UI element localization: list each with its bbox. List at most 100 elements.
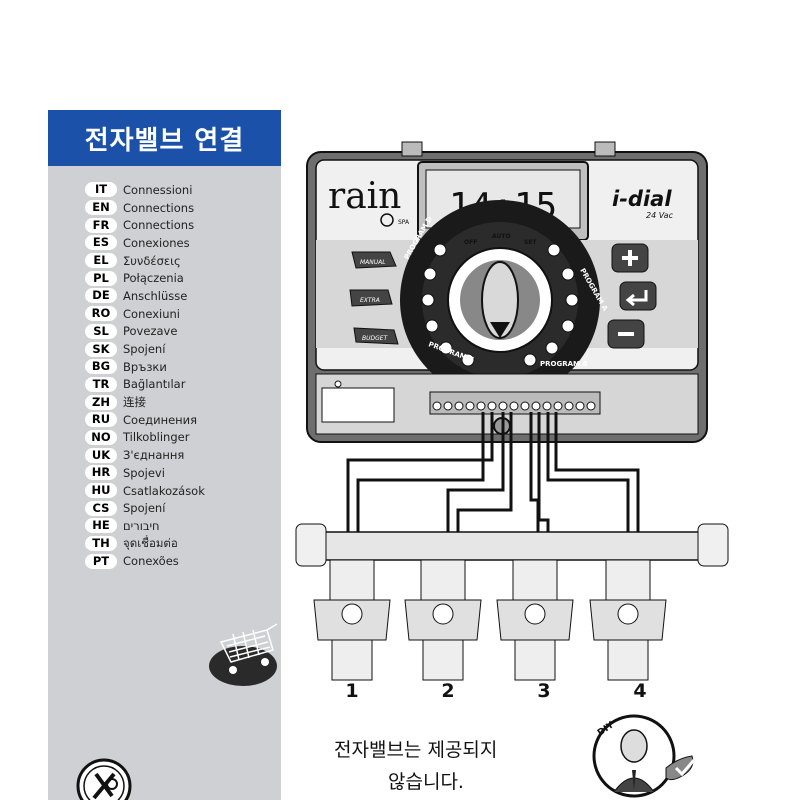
language-item-en: EN Connections [85, 199, 205, 217]
language-code-badge: IT [85, 182, 117, 198]
brand-logo: rain [328, 176, 401, 217]
language-item-tr: TR Bağlantılar [85, 376, 205, 394]
valve-note-line-2: 않습니다. [388, 771, 464, 793]
language-code-badge: PL [85, 270, 117, 286]
language-code-badge: RO [85, 306, 117, 322]
language-label: Povezave [123, 324, 178, 339]
language-label: חיבורים [123, 518, 160, 533]
valve-label-4: 4 [633, 680, 646, 700]
program-selector-knob[interactable] [481, 261, 519, 339]
language-item-hu: HU Csatlakozások [85, 482, 205, 500]
language-label: З'єднання [123, 448, 185, 463]
valve-1 [313, 559, 391, 681]
model-voltage: 24 Vac [646, 211, 674, 220]
language-label: จุดเชื่อมต่อ [123, 535, 178, 550]
dial-set-label: SET [524, 239, 537, 246]
language-code-badge: DE [85, 288, 117, 304]
language-item-he: HE חיבורים [85, 517, 205, 535]
valve-3 [496, 559, 574, 681]
language-item-ro: RO Conexiuni [85, 305, 205, 323]
manifold-pipe [317, 531, 707, 561]
language-code-badge: ES [85, 235, 117, 251]
language-item-sk: SK Spojení [85, 340, 205, 358]
language-code-badge: ZH [85, 394, 117, 410]
language-item-de: DE Anschlüsse [85, 287, 205, 305]
program-b-label: PROGRAM B [540, 360, 588, 368]
language-item-ru: RU Соединения [85, 411, 205, 429]
svg-text:BUDGET: BUDGET [362, 335, 389, 342]
language-label: Συνδέσεις [123, 253, 181, 268]
language-label: Bağlantılar [123, 377, 186, 392]
language-item-no: NO Tilkoblinger [85, 429, 205, 447]
language-item-pl: PL Połączenia [85, 269, 205, 287]
diy-person-icon: DIY [592, 714, 696, 798]
dial-off-label: OFF [464, 239, 477, 246]
language-code-badge: SL [85, 323, 117, 339]
language-code-badge: HE [85, 518, 117, 534]
language-label: Connections [123, 218, 195, 233]
language-code-badge: BG [85, 359, 117, 375]
language-code-badge: CS [85, 500, 117, 516]
minus-button[interactable] [607, 319, 645, 349]
language-code-badge: FR [85, 217, 117, 233]
tools-icon [76, 758, 132, 800]
language-item-hr: HR Spojevi [85, 464, 205, 482]
model-name: i-dial [612, 187, 672, 211]
language-item-it: IT Connessioni [85, 181, 205, 199]
language-item-el: EL Συνδέσεις [85, 252, 205, 270]
language-label: Anschlüsse [123, 288, 188, 303]
shopping-cart-icon [209, 623, 278, 686]
language-code-badge: TH [85, 536, 117, 552]
dial-auto-label: AUTO [492, 233, 511, 240]
language-label: Conexões [123, 554, 179, 569]
language-label: Connections [123, 200, 195, 215]
brand-suffix: SPA [398, 219, 410, 226]
language-label: Връзки [123, 359, 167, 374]
valve-label-1: 1 [345, 680, 358, 700]
language-label: Csatlakozások [123, 483, 205, 498]
language-item-cs: CS Spojení [85, 499, 205, 517]
language-label: Spojevi [123, 465, 165, 480]
language-code-badge: UK [85, 447, 117, 463]
valve-note-line-1: 전자밸브는 제공되지 [334, 739, 498, 761]
svg-text:MANUAL: MANUAL [360, 259, 386, 266]
language-label: Connessioni [123, 182, 193, 197]
language-label: Połączenia [123, 271, 184, 286]
language-code-badge: EL [85, 253, 117, 269]
language-label: Соединения [123, 412, 198, 427]
valve-label-2: 2 [441, 680, 454, 700]
language-item-sl: SL Povezave [85, 323, 205, 341]
language-item-zh: ZH 连接 [85, 393, 205, 411]
language-label: Conexiuni [123, 306, 181, 321]
section-title: 전자밸브 연결 [48, 110, 281, 166]
wiring-diagram: rain SPA 14:15 WE i-dial 24 Vac OFF AUTO… [295, 141, 729, 700]
extra-button[interactable]: EXTRA [349, 289, 393, 307]
language-code-badge: NO [85, 429, 117, 445]
valve-4 [589, 559, 667, 681]
language-label: Spojení [123, 342, 166, 357]
language-code-badge: HR [85, 465, 117, 481]
language-code-badge: SK [85, 341, 117, 357]
language-code-badge: TR [85, 376, 117, 392]
language-label: Conexiones [123, 235, 190, 250]
valve-2 [404, 559, 482, 681]
plus-button[interactable] [611, 243, 649, 273]
language-item-es: ES Conexiones [85, 234, 205, 252]
budget-button[interactable]: BUDGET [353, 327, 399, 345]
language-item-fr: FR Connections [85, 216, 205, 234]
language-item-uk: UK З'єднання [85, 446, 205, 464]
language-label: Tilkoblinger [123, 430, 190, 445]
language-label: Spojení [123, 501, 166, 516]
language-item-th: TH จุดเชื่อมต่อ [85, 535, 205, 553]
language-code-badge: EN [85, 200, 117, 216]
enter-button[interactable] [619, 281, 657, 311]
manual-button[interactable]: MANUAL [351, 251, 397, 269]
language-code-badge: HU [85, 483, 117, 499]
valve-label-3: 3 [537, 680, 550, 700]
language-item-bg: BG Връзки [85, 358, 205, 376]
language-label: 连接 [123, 395, 146, 410]
svg-text:EXTRA: EXTRA [360, 297, 380, 304]
language-code-badge: RU [85, 412, 117, 428]
